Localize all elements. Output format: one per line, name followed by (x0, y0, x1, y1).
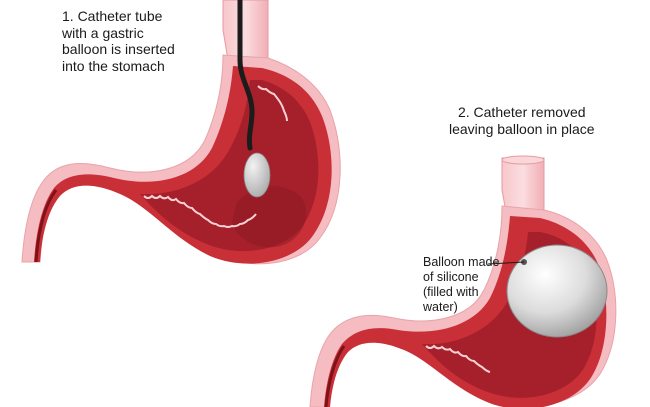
rugae-top-left (257, 85, 288, 122)
stomach-left (21, 0, 341, 265)
step1-caption: 1. Catheter tube with a gastric balloon … (62, 8, 175, 74)
inflated-balloon (506, 244, 608, 338)
step1-caption-line: 1. Catheter tube (62, 8, 163, 24)
balloon-label-line: water) (423, 300, 458, 314)
esophagus-left (222, 0, 269, 63)
rugae-left (143, 194, 257, 228)
label-pointer (487, 261, 525, 265)
step2-caption-line: 2. Catheter removed (457, 104, 586, 120)
step1-caption-line: balloon is inserted (62, 41, 175, 57)
esophagus-right (501, 157, 545, 215)
rugae-right (425, 344, 491, 373)
catheter-tube (237, 0, 255, 151)
duodenum-left (34, 189, 58, 263)
step1-caption-line: with a gastric (62, 24, 144, 41)
step2-caption: 2. Catheter removed leaving balloon in p… (449, 104, 595, 137)
stomach-right (309, 155, 617, 407)
step1-caption-line: into the stomach (62, 57, 165, 74)
balloon-label-line: Balloon made (423, 255, 500, 269)
deflated-balloon (243, 152, 271, 198)
stomach-shadow-left (232, 186, 307, 248)
duodenum-right (324, 345, 346, 407)
step2-caption-line: leaving balloon in place (449, 120, 595, 137)
balloon-label: Balloon made of silicone (filled with wa… (423, 255, 499, 315)
balloon-label-line: of silicone (423, 270, 479, 284)
balloon-label-line: (filled with (423, 285, 479, 299)
